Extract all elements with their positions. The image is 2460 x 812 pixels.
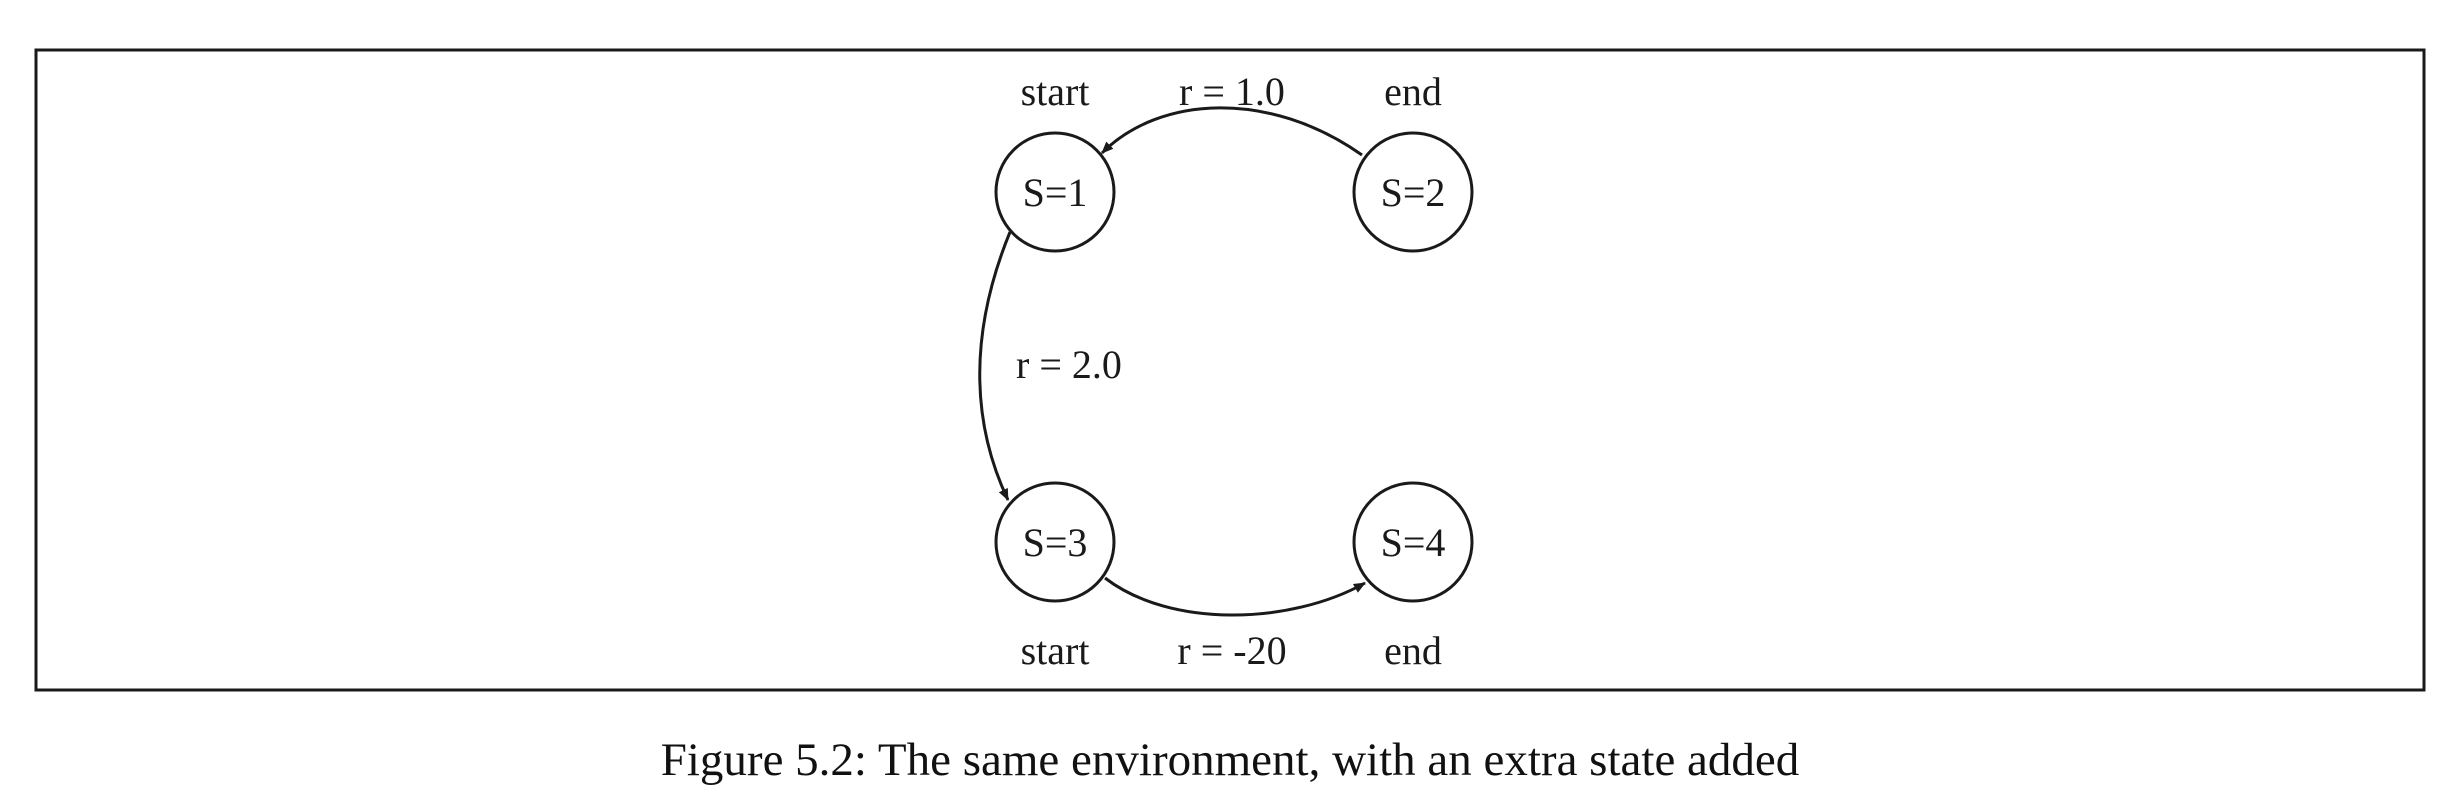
node-tag-s1: start <box>1021 69 1090 114</box>
state-node-s2: S=2 <box>1352 131 1474 253</box>
node-tag-s3: start <box>1021 628 1090 673</box>
edge-s3-to-s4 <box>1104 576 1366 617</box>
state-label-s3: S=3 <box>1023 520 1088 565</box>
state-node-s3: S=3 <box>994 481 1116 603</box>
edge-s1-to-s3 <box>978 231 1012 501</box>
state-label-s2: S=2 <box>1381 170 1446 215</box>
node-tag-s2: end <box>1384 69 1442 114</box>
edge-label-s2-s1: r = 1.0 <box>1179 69 1285 114</box>
edge-s2-to-s1 <box>1100 106 1363 157</box>
figure-frame <box>34 48 2426 692</box>
state-label-s1: S=1 <box>1023 170 1088 215</box>
edge-label-s3-s4: r = -20 <box>1177 628 1286 673</box>
state-node-s1: S=1 <box>994 131 1116 253</box>
figure-caption: Figure 5.2: The same environment, with a… <box>660 734 1800 786</box>
edge-label-s1-s3: r = 2.0 <box>1016 342 1122 387</box>
state-label-s4: S=4 <box>1381 520 1446 565</box>
state-node-s4: S=4 <box>1352 481 1474 603</box>
node-tag-s4: end <box>1384 628 1442 673</box>
